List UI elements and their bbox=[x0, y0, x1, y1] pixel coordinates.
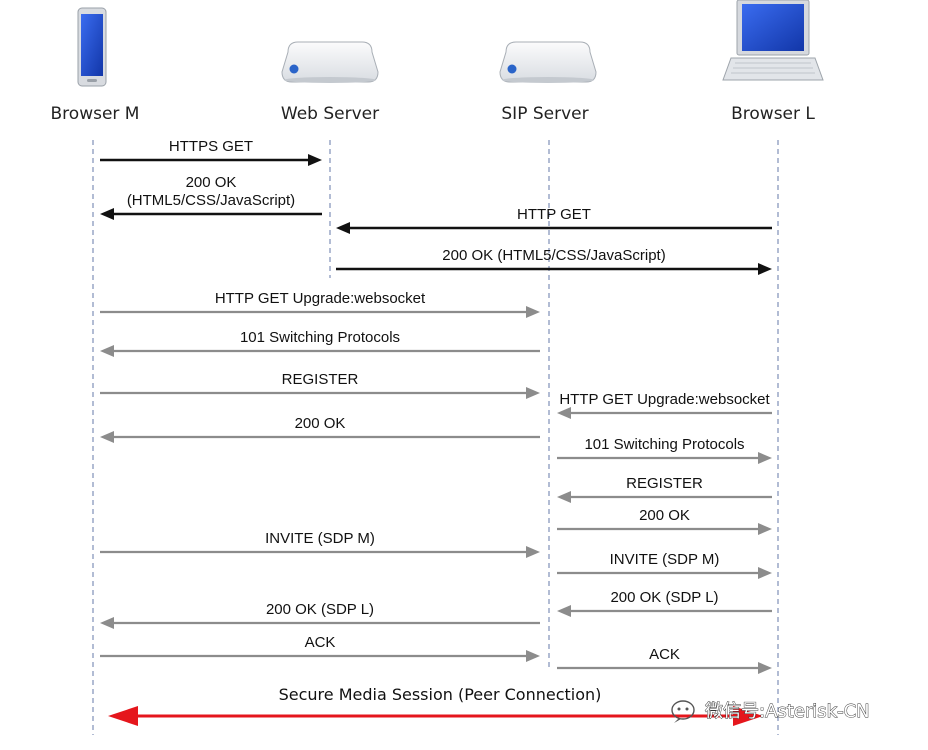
message-arrowhead bbox=[100, 617, 114, 629]
server-icon bbox=[499, 41, 597, 83]
message-5: HTTP GET Upgrade:websocket bbox=[100, 290, 540, 318]
message-9: 200 OK bbox=[100, 415, 540, 443]
message-label: HTTP GET bbox=[517, 206, 591, 223]
message-label: 200 OK bbox=[639, 507, 690, 524]
message-label: HTTPS GET bbox=[169, 138, 253, 155]
message-18: ACK bbox=[557, 646, 772, 674]
message-label: ACK bbox=[649, 646, 680, 663]
message-12: 200 OK bbox=[557, 507, 772, 535]
message-1: HTTPS GET bbox=[100, 138, 322, 166]
message-label: 200 OK (HTML5/CSS/JavaScript) bbox=[442, 247, 665, 264]
message-arrowhead bbox=[758, 263, 772, 275]
message-label: 200 OK bbox=[186, 174, 237, 191]
participant-label-browser-l: Browser L bbox=[731, 104, 815, 124]
message-arrowhead bbox=[526, 546, 540, 558]
session-arrowhead-left bbox=[108, 706, 138, 726]
message-label: (HTML5/CSS/JavaScript) bbox=[127, 192, 295, 209]
message-11: REGISTER bbox=[557, 475, 772, 503]
watermark-text: 微信号:Asterisk-CN bbox=[705, 701, 870, 722]
message-arrowhead bbox=[100, 431, 114, 443]
message-label: 200 OK (SDP L) bbox=[266, 601, 374, 618]
message-arrowhead bbox=[308, 154, 322, 166]
message-arrowhead bbox=[758, 567, 772, 579]
message-arrowhead bbox=[557, 605, 571, 617]
message-4: 200 OK (HTML5/CSS/JavaScript) bbox=[336, 247, 772, 275]
message-label: 101 Switching Protocols bbox=[240, 329, 400, 346]
message-label: REGISTER bbox=[282, 371, 359, 388]
server-icon bbox=[281, 41, 379, 83]
message-arrowhead bbox=[100, 208, 114, 220]
session-label: Secure Media Session (Peer Connection) bbox=[279, 685, 602, 704]
message-8: HTTP GET Upgrade:websocket bbox=[557, 391, 772, 419]
message-label: 200 OK bbox=[295, 415, 346, 432]
message-13: INVITE (SDP M) bbox=[100, 530, 540, 558]
message-16: 200 OK (SDP L) bbox=[100, 601, 540, 629]
message-label: REGISTER bbox=[626, 475, 703, 492]
message-15: 200 OK (SDP L) bbox=[557, 589, 772, 617]
message-label: HTTP GET Upgrade:websocket bbox=[215, 290, 426, 307]
message-10: 101 Switching Protocols bbox=[557, 436, 772, 464]
message-label: 200 OK (SDP L) bbox=[610, 589, 718, 606]
message-arrowhead bbox=[526, 306, 540, 318]
message-arrowhead bbox=[758, 523, 772, 535]
participant-label-sip-server: SIP Server bbox=[501, 104, 588, 124]
participant-label-browser-m: Browser M bbox=[51, 104, 140, 124]
message-arrowhead bbox=[758, 452, 772, 464]
message-17: ACK bbox=[100, 634, 540, 662]
laptop-icon bbox=[722, 0, 824, 81]
message-14: INVITE (SDP M) bbox=[557, 551, 772, 579]
watermark: 微信号:Asterisk-CN bbox=[671, 700, 870, 723]
message-3: HTTP GET bbox=[336, 206, 772, 234]
message-arrowhead bbox=[526, 650, 540, 662]
message-label: 101 Switching Protocols bbox=[584, 436, 744, 453]
message-7: REGISTER bbox=[100, 371, 540, 399]
media-session: Secure Media Session (Peer Connection) bbox=[108, 685, 763, 726]
message-arrowhead bbox=[100, 345, 114, 357]
message-label: INVITE (SDP M) bbox=[610, 551, 720, 568]
message-arrowhead bbox=[557, 491, 571, 503]
message-2: 200 OK(HTML5/CSS/JavaScript) bbox=[100, 174, 322, 220]
message-arrowhead bbox=[557, 407, 571, 419]
participant-label-web-server: Web Server bbox=[281, 104, 379, 124]
message-label: HTTP GET Upgrade:websocket bbox=[559, 391, 770, 408]
wechat-icon bbox=[671, 700, 695, 723]
message-6: 101 Switching Protocols bbox=[100, 329, 540, 357]
message-arrowhead bbox=[526, 387, 540, 399]
message-arrowhead bbox=[336, 222, 350, 234]
phone-icon bbox=[77, 7, 107, 87]
message-label: ACK bbox=[305, 634, 336, 651]
message-arrowhead bbox=[758, 662, 772, 674]
message-label: INVITE (SDP M) bbox=[265, 530, 375, 547]
session-arrowhead-right bbox=[733, 706, 763, 726]
